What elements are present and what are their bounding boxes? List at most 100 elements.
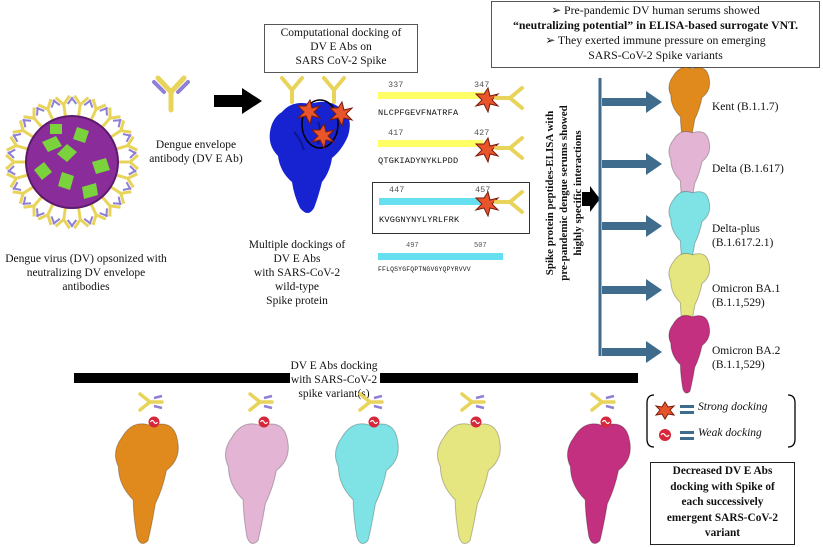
bottom-variant-4: [436, 392, 501, 545]
legend: Strong docking Weak docking: [646, 394, 796, 448]
variant-label-delta: Delta (B.1.617): [712, 162, 812, 176]
bottom-antibody-3: [358, 392, 384, 412]
variant-spikes-bottom: [114, 392, 631, 545]
bottom-variant-5: [566, 392, 631, 545]
strong-equals-icon: [680, 405, 694, 414]
computational-docking-box: Computational docking of DV E Abs on SAR…: [264, 24, 418, 73]
antibody-caption: Dengue envelope antibody (DV E Ab): [148, 138, 244, 166]
weak-docking-icon-2: [258, 416, 270, 428]
spike-caption: Multiple dockings of DV E Abs with SARS-…: [238, 238, 356, 308]
wild-type-spike-icon: [269, 76, 354, 213]
peptide-block-1: 337 347 NLCPFGEVFNATRFA: [378, 80, 528, 122]
spike-caption-5: Spike protein: [266, 295, 328, 307]
variant-delta-plus-name: Delta-plus: [712, 223, 760, 235]
variant-delta-name: Delta (B.1.617): [712, 163, 784, 175]
variant-branch-lines: [598, 78, 662, 363]
bottom-label-2: with SARS-CoV-2: [290, 374, 378, 386]
weak-docking-icon-4: [470, 416, 482, 428]
peptide-2-start: 417: [388, 128, 404, 138]
virus-antibody-ring: [5, 94, 139, 230]
conclusion-box: Decreased DV E Abs docking with Spike of…: [650, 462, 795, 545]
peptide-1-star-icon: [474, 86, 500, 114]
bottom-antibody-1: [138, 392, 164, 412]
peptide-docking-icons: [474, 86, 524, 218]
conclusion-line-1: Decreased DV E Abs: [672, 465, 773, 477]
virus-caption-3: antibodies: [62, 281, 110, 293]
variant-label-omicron-ba1: Omicron BA.1 (B.1.1,529): [712, 282, 812, 310]
comp-line-2: DV E Abs on: [310, 41, 372, 53]
peptide-2-sequence: QTGKIADYNYKLPDD: [378, 156, 459, 166]
weak-docking-circle-icon: [659, 429, 671, 441]
weak-docking-icon-3: [368, 416, 380, 428]
peptide-4-end: 507: [474, 242, 487, 250]
bottom-antibody-5: [590, 392, 616, 412]
peptide-4-sequence: FFLQSYGFQPTNGVGYQPYRVVV: [378, 266, 471, 273]
antibody-icon: [152, 75, 190, 113]
spike-caption-1: Multiple dockings of: [248, 239, 346, 251]
virus-caption: Dengue virus (DV) opsonized with neutral…: [0, 252, 172, 294]
bottom-label-1: DV E Abs docking: [290, 360, 378, 372]
peptide-3-start: 447: [389, 185, 405, 195]
strong-docking-star-icon: [654, 401, 676, 420]
legend-weak-label: Weak docking: [698, 427, 762, 439]
summary-line-1: ➢ Pre-pandemic DV human serums showed: [551, 3, 760, 17]
peptide-1-end: 347: [474, 80, 490, 90]
peptide-3-sequence: KVGGNYNYLYRLFRK: [379, 215, 460, 225]
variant-label-delta-plus: Delta-plus (B.1.617.2.1): [712, 222, 812, 250]
comp-line-1: Computational docking of: [280, 27, 402, 39]
peptide-block-2: 417 427 QTGKIADYNYKLPDD: [378, 128, 528, 170]
antibody-caption-2: antibody (DV E Ab): [149, 153, 243, 165]
bottom-variant-3: [334, 392, 399, 545]
vertical-statement: Spike protein peptides-ELISA with pre-pa…: [540, 88, 588, 298]
bottom-bar-left: [74, 373, 290, 383]
vertical-line-2: pre-pandemic dengue serums showed: [558, 105, 570, 281]
peptide-3-end: 457: [475, 185, 491, 195]
peptide-block-3: 447 457 KVGGNYNYLYRLFRK: [372, 182, 530, 234]
dengue-virus-illustration: [5, 94, 139, 230]
bottom-antibody-2: [248, 392, 274, 412]
conclusion-line-2: docking with Spike of: [670, 480, 775, 493]
spike-caption-2: DV E Abs: [273, 253, 321, 265]
virus-caption-1: Dengue virus (DV) opsonized with: [5, 253, 167, 265]
variant-delta-plus-code: (B.1.617.2.1): [712, 237, 774, 249]
bottom-variant-2: [224, 392, 289, 545]
summary-line-3: ➢ They exerted immune pressure on emergi…: [545, 33, 766, 47]
summary-box: ➢ Pre-pandemic DV human serums showed “n…: [491, 1, 820, 68]
black-arrow-icon: [214, 88, 262, 114]
variant-ba2-code: (B.1.1,529): [712, 359, 765, 371]
weak-equals-icon: [680, 431, 694, 440]
bottom-label-3: spike variant(s): [298, 388, 370, 400]
legend-bracket-left: [646, 394, 655, 448]
variant-kent-name: Kent (B.1.1.7): [712, 101, 779, 113]
spike-caption-4: wild-type: [274, 281, 320, 293]
variant-spike-5: [668, 314, 711, 394]
variant-ba1-code: (B.1.1,529): [712, 297, 765, 309]
variant-ba2-name: Omicron BA.2: [712, 345, 781, 357]
variant-ba1-name: Omicron BA.1: [712, 283, 781, 295]
variant-spike-1: [668, 66, 711, 146]
weak-docking-icon-1: [148, 416, 160, 428]
conclusion-line-3: each successively: [681, 496, 764, 508]
legend-strong-label: Strong docking: [698, 401, 768, 413]
small-arrow-icon: [582, 186, 600, 212]
peptide-2-end: 427: [474, 128, 490, 138]
bottom-bar-right: [380, 373, 638, 383]
comp-line-3: SARS CoV-2 Spike: [295, 55, 387, 67]
conclusion-line-5: variant: [704, 527, 741, 539]
peptide-4-start: 497: [406, 242, 419, 250]
variant-spikes-right: [668, 66, 711, 394]
peptide-block-4: 497 507 FFLQSYGFQPTNGVGYQPYRVVV: [378, 240, 528, 280]
variant-label-omicron-ba2: Omicron BA.2 (B.1.1,529): [712, 344, 812, 372]
peptide-1-start: 337: [388, 80, 404, 90]
virus-caption-2: neutralizing DV envelope: [26, 267, 146, 279]
vertical-line-1: Spike protein peptides-ELISA with: [544, 110, 556, 276]
weak-docking-icon-5: [600, 416, 612, 428]
variant-label-kent: Kent (B.1.1.7): [712, 100, 812, 114]
bottom-antibody-4: [460, 392, 486, 412]
legend-bracket-right: [787, 394, 796, 448]
antibody-caption-1: Dengue envelope: [155, 139, 237, 151]
peptide-1-sequence: NLCPFGEVFNATRFA: [378, 108, 459, 118]
bottom-variant-1: [114, 392, 179, 545]
summary-line-4: SARS-CoV-2 Spike variants: [588, 48, 723, 62]
bottom-label: DV E Abs docking with SARS-CoV-2 spike v…: [286, 359, 382, 401]
